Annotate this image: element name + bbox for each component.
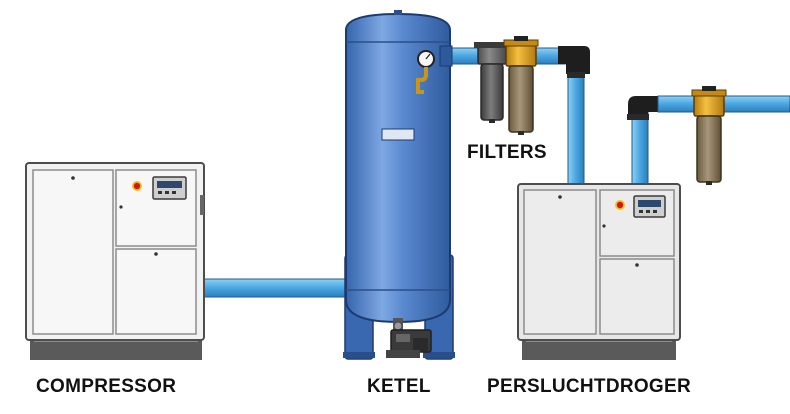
compressor-door-left <box>32 169 114 335</box>
dryer-base <box>522 340 676 360</box>
tank-nameplate <box>381 128 415 141</box>
compressor-base <box>30 340 202 360</box>
compressor-label: COMPRESSOR <box>36 376 177 397</box>
filters-label: FILTERS <box>467 142 547 163</box>
filter-gold <box>503 36 539 135</box>
air-dryer <box>517 183 681 360</box>
control-display-icon <box>152 176 187 200</box>
control-display-icon <box>633 195 666 218</box>
filter-gold-after-dryer <box>691 86 727 185</box>
pipe-compressor-to-tank <box>199 278 353 298</box>
dryer-door-left <box>523 189 597 335</box>
status-light-icon <box>615 200 625 210</box>
pipe-tank-to-filters <box>439 46 590 187</box>
filter-gray <box>474 42 510 123</box>
dryer-door-bottom-right <box>599 258 675 335</box>
tank-label: KETEL <box>367 376 431 397</box>
pressure-gauge-icon <box>416 50 435 94</box>
compressor <box>25 162 205 360</box>
status-light-icon <box>132 181 142 191</box>
compressor-door-bottom-right <box>115 248 197 335</box>
air-tank <box>343 10 455 360</box>
drain-valve-icon <box>386 318 432 358</box>
dryer-label: PERSLUCHTDROGER <box>487 376 692 397</box>
